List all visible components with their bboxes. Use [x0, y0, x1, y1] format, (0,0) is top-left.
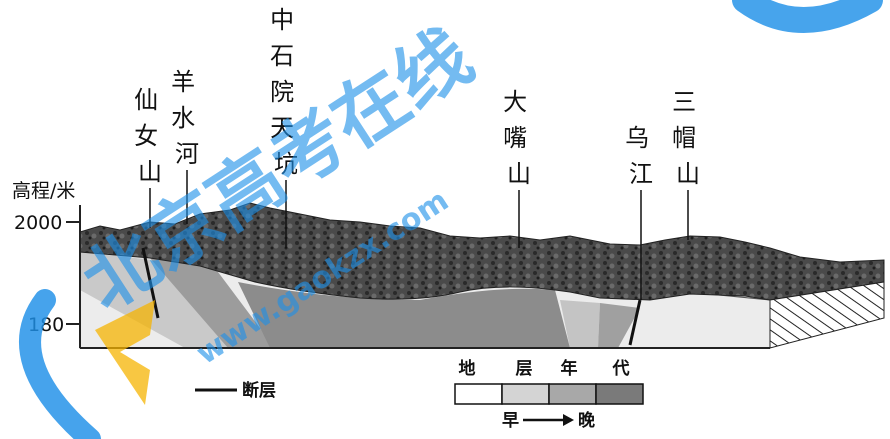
- legend-strata-age: 地 层 年 代 早 晚: [454, 358, 644, 431]
- watermark-logo-arc-top: [732, 0, 883, 33]
- tick-label-2000: 2000: [14, 212, 62, 234]
- strata-swatch-3: [548, 383, 597, 405]
- legend-early-label: 早: [502, 411, 519, 431]
- watermark-logo-arc-left: [19, 289, 101, 439]
- strata-swatch-2: [501, 383, 550, 405]
- strata-swatch-1: [454, 383, 503, 405]
- label-sanmaoshan: 三 帽 山: [672, 88, 704, 188]
- label-xiannvshan: 仙 女 山: [134, 86, 166, 186]
- label-yangshuihe: 羊 水 河: [171, 68, 203, 168]
- fault-line-xiannvshan: [141, 247, 160, 319]
- label-dazuishan: 大 嘴 山: [503, 88, 535, 188]
- strata-central-basin: [238, 282, 570, 348]
- strata-band-right: [560, 300, 600, 348]
- fault-line-wujiang: [628, 299, 642, 346]
- legend-fault-label: 断层: [242, 380, 276, 401]
- strata-swatch-4: [595, 383, 644, 405]
- strata-band-right-2: [598, 303, 640, 348]
- watermark-logo-chevron: [95, 300, 155, 405]
- watermark: 北京高考在线 www.gaokzx.com: [19, 0, 883, 439]
- terrain-surface: [79, 202, 885, 301]
- axis-title: 高程/米: [12, 180, 75, 202]
- legend-late-label: 晚: [578, 410, 595, 431]
- legend-strata-title: 地 层 年 代: [459, 358, 630, 379]
- faults: [141, 247, 642, 346]
- section-end-face-hatched: [769, 281, 885, 349]
- strata-band-diagonal: [150, 258, 275, 348]
- legend-fault: 断层: [195, 380, 276, 401]
- cross-section: [79, 202, 885, 349]
- label-wujiang: 乌 江: [625, 124, 657, 188]
- label-zhongshiyuan-tiankeng: 中 石 院 天 坑: [270, 6, 302, 178]
- place-labels: 仙 女 山 羊 水 河 中 石 院 天 坑 大 嘴 山 乌: [134, 6, 704, 300]
- legend-arrow-head: [563, 414, 574, 426]
